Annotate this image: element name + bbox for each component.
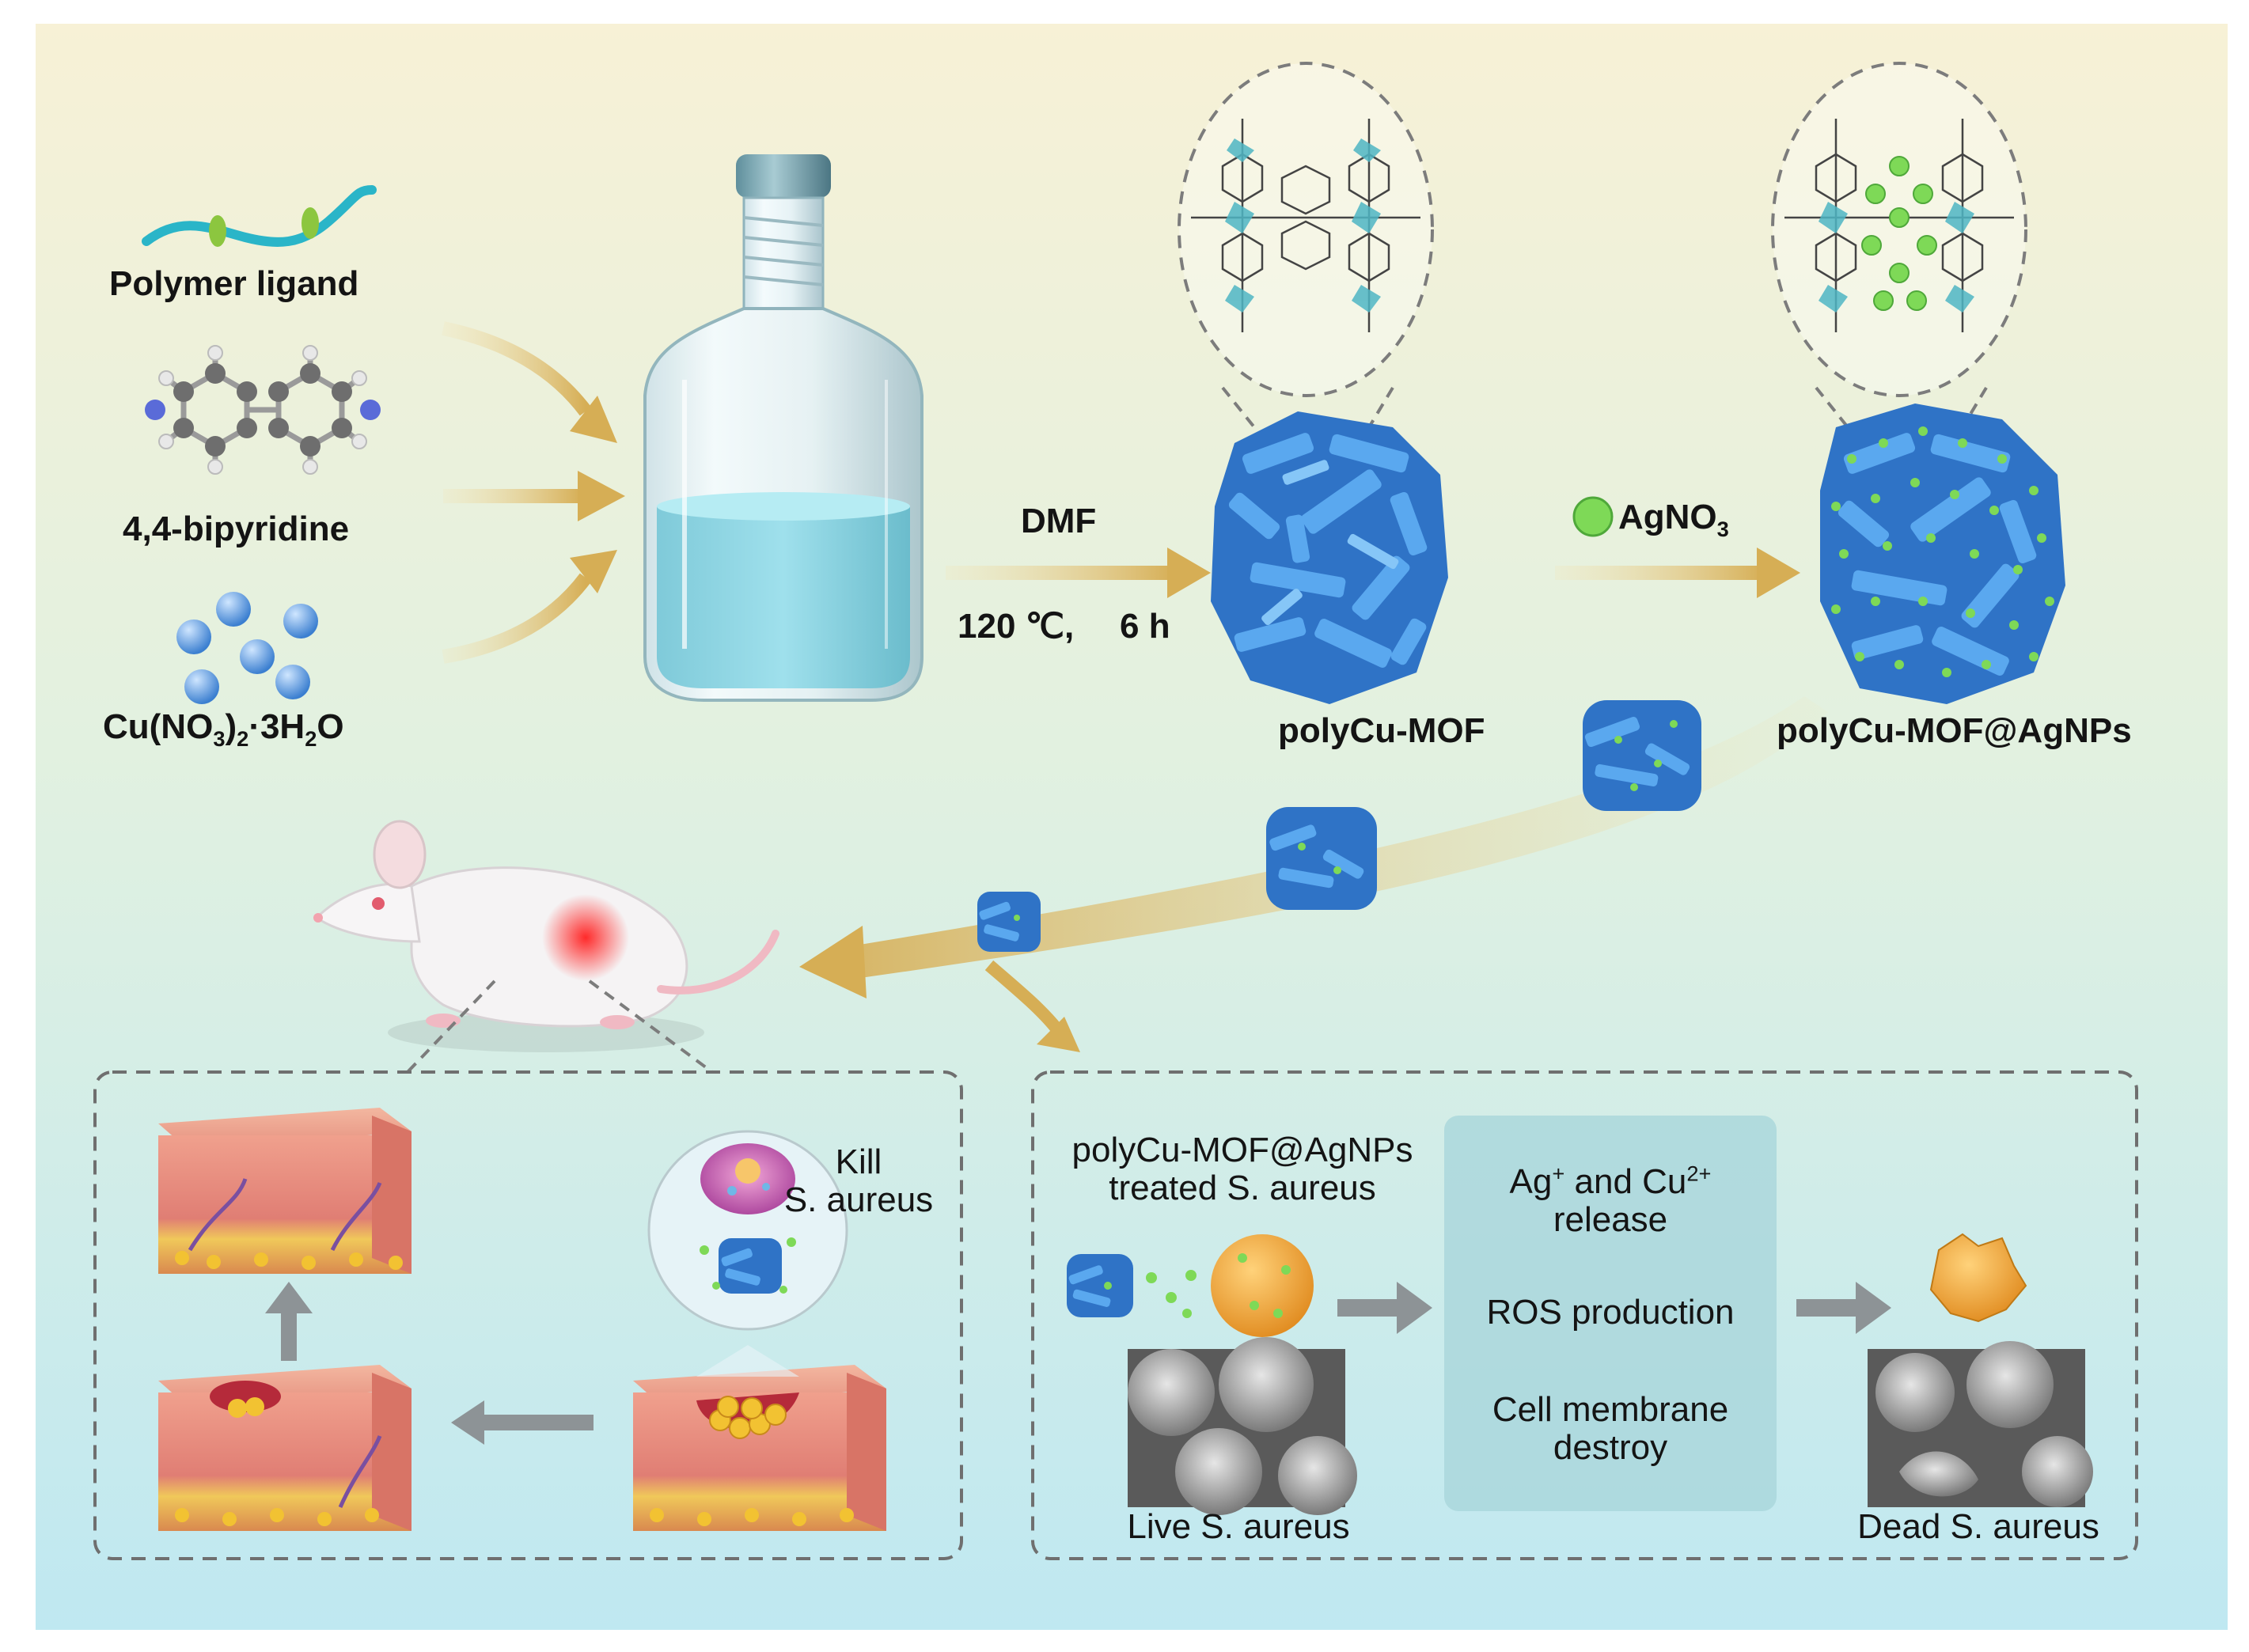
bipyridine-label: 4,4-bipyridine	[123, 510, 350, 548]
copper-nitrate-spheres-icon	[176, 592, 318, 704]
flying-mof-particles	[977, 700, 1701, 952]
ros-label: ROS production	[1486, 1293, 1735, 1332]
mof-structure-zoom	[1178, 62, 1434, 429]
polycu-mof-label: polyCu-MOF	[1278, 711, 1485, 750]
arrow-head-bottom	[570, 550, 617, 593]
treated-bacteria-icon	[1067, 1234, 1314, 1337]
up-arrow	[265, 1282, 313, 1361]
mouse-zoom-lines	[406, 979, 714, 1074]
mof-ag-structure-zoom	[1771, 62, 2027, 429]
arrow-to-mechanism	[1337, 1282, 1432, 1334]
arrow-head-middle	[578, 471, 625, 521]
skin-block-infected	[633, 1365, 886, 1531]
bacteria-zoom-bubble	[647, 1130, 848, 1377]
mouse-illustration	[313, 820, 779, 1052]
arrow-head-top	[570, 396, 617, 443]
skin-block-healed	[158, 1108, 411, 1274]
copper-nitrate-label: Cu(NO3)2·3H2O	[103, 707, 344, 751]
wound-healing-panel	[93, 1070, 963, 1560]
agno3-label: AgNO3	[1618, 498, 1729, 541]
membrane-label: Cell membrane destroy	[1492, 1390, 1729, 1468]
arrow-head-mouse	[799, 926, 867, 998]
sem-live-image	[1128, 1337, 1357, 1515]
kill-label: Kill S. aureus	[783, 1142, 934, 1220]
dead-label: Dead S. aureus	[1857, 1507, 2099, 1546]
live-label: Live S. aureus	[1127, 1507, 1350, 1546]
reagent-arrows	[442, 321, 625, 664]
treated-label: polyCu-MOF@AgNPs treated S. aureus	[1071, 1131, 1413, 1208]
left-arrow	[451, 1400, 594, 1445]
agno3-arrow	[1555, 496, 1800, 598]
time-label: 6 h	[1120, 607, 1170, 646]
mechanism-panel	[1031, 1070, 2138, 1560]
dmf-arrow	[946, 548, 1211, 598]
reaction-bottle	[643, 154, 923, 702]
polycu-mof-agnps-crystal	[1820, 404, 2065, 704]
dead-bacteria-icon	[1929, 1233, 2027, 1323]
temperature-label: 120 ℃,	[958, 607, 1075, 646]
polymer-ligand-label: Polymer ligand	[109, 264, 359, 303]
polymer-ligand-icon	[142, 185, 377, 247]
ion-release-label: Ag+ and Cu2+ release	[1509, 1161, 1712, 1240]
delivery-arrow	[799, 696, 1828, 1052]
arrow-head-mechanism	[1037, 1017, 1080, 1052]
arrow-to-dead	[1796, 1282, 1891, 1334]
solvent-label: DMF	[1021, 502, 1097, 540]
polycu-mof-crystal	[1211, 411, 1448, 704]
skin-block-wound	[158, 1365, 411, 1531]
sem-dead-image	[1868, 1341, 2093, 1507]
mechanism-box	[1444, 1116, 1777, 1511]
bipyridine-molecule-icon	[145, 345, 381, 475]
polycu-mof-agnps-label: polyCu-MOF@AgNPs	[1777, 711, 2132, 750]
